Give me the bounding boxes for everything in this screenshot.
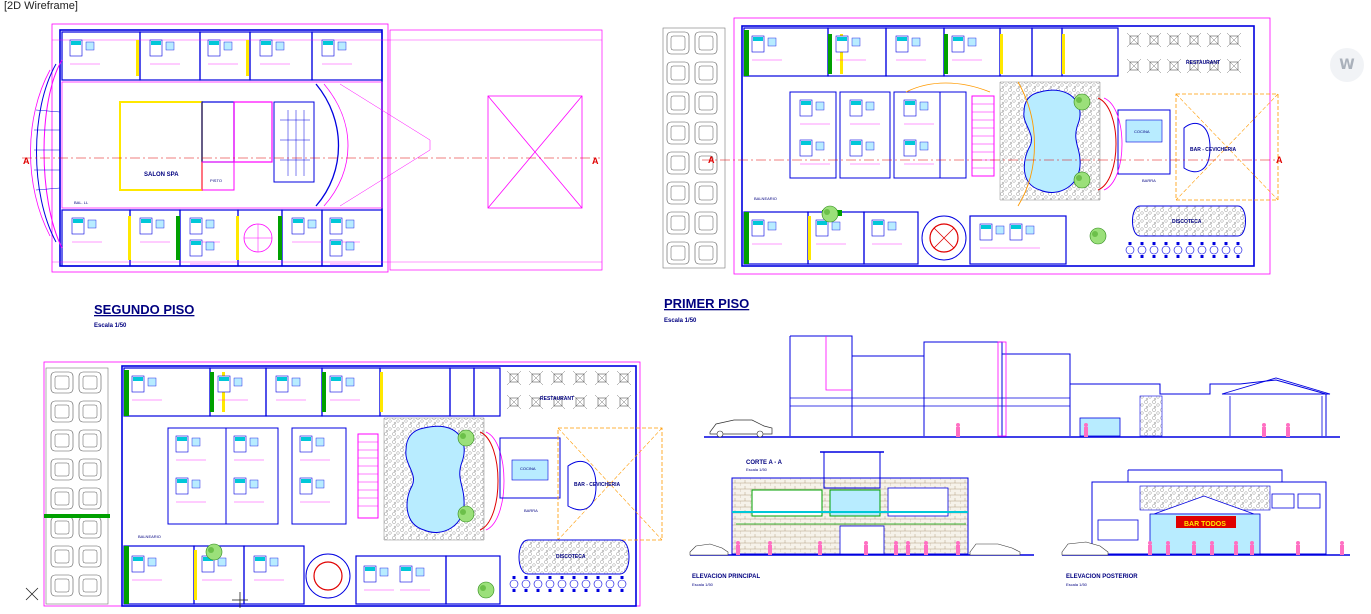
room-label-balneario-2: BALNEARIO (138, 534, 161, 539)
title-corte: CORTE A - A (746, 460, 783, 466)
title-elevacion-posterior: ELEVACION POSTERIOR (1066, 574, 1138, 580)
room-label-balneario: BALNEARIO (754, 196, 777, 201)
room-label-restaurant: RESTAURANT (1186, 60, 1220, 66)
sign-bar: BAR TODOS (1184, 521, 1226, 528)
section-mark-primer-left: A (708, 155, 715, 165)
scale-elevacion-posterior: Escala 1/50 (1066, 582, 1088, 587)
elevation-posterior (1061, 469, 1350, 556)
section-mark-primer-right: A (1276, 155, 1283, 165)
room-label-restaurant-2: RESTAURANT (540, 396, 574, 402)
room-label-bar-cevicheria-2: BAR - CEVICHERIA (574, 482, 621, 488)
viewcube-icon[interactable]: W (1330, 48, 1364, 82)
title-segundo-piso: SEGUNDO PISO (94, 302, 194, 317)
title-primer-piso: PRIMER PISO (664, 296, 749, 311)
section-mark-right: A (592, 156, 599, 166)
room-label-salon-spa: SALON SPA (144, 172, 179, 178)
viewcube-letter: W (1339, 57, 1355, 73)
plan-segundo-piso (22, 23, 603, 273)
room-label-discoteca: DISCOTECA (1172, 219, 1202, 225)
plan-primer-piso (662, 17, 1279, 275)
room-label-barra: BARRA (1142, 178, 1156, 183)
scale-segundo-piso: Escala 1/50 (94, 323, 127, 329)
title-elevacion-principal: ELEVACION PRINCIPAL (692, 574, 760, 580)
room-label-cocina-2: COCINA (520, 466, 536, 471)
room-label-discoteca-2: DISCOTECA (556, 554, 586, 560)
room-label-cocina: COCINA (1134, 129, 1150, 134)
scale-elevacion-principal: Escala 1/50 (692, 582, 714, 587)
room-label-bar-cevicheria: BAR - CEVICHERIA (1190, 147, 1237, 153)
room-label-bal: BAL. LL (74, 200, 89, 205)
viewport-label[interactable]: [2D Wireframe] (2, 0, 80, 12)
room-label-barra-2: BARRA (524, 508, 538, 513)
plan-bottom-left (43, 361, 663, 607)
room-label-pisto: PISTO (210, 178, 222, 183)
elevation-principal (689, 451, 1034, 556)
ucs-icon (25, 587, 248, 608)
scale-primer-piso: Escala 1/50 (664, 318, 697, 324)
section-corte (704, 335, 1340, 438)
section-mark-left: A (23, 156, 30, 166)
scale-corte: Escala 1/50 (746, 467, 768, 472)
